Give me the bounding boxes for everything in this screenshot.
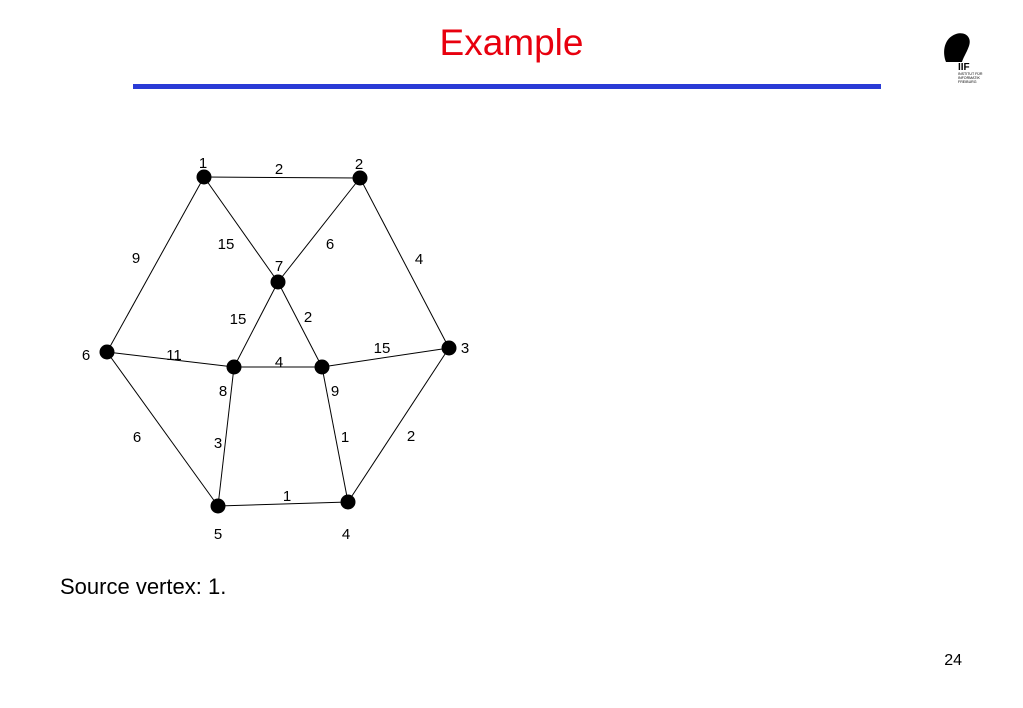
edge-weight-7-8: 15 [230, 311, 247, 328]
edge-weight-9-4: 1 [341, 429, 349, 446]
node-1 [196, 169, 212, 185]
node-9 [314, 359, 330, 375]
edge-6-8 [106, 351, 235, 368]
edge-weight-1-7: 15 [218, 236, 235, 253]
source-vertex-caption: Source vertex: 1. [60, 574, 227, 599]
node-label-3: 3 [461, 340, 469, 357]
edge-1-6 [106, 176, 205, 353]
edge-weight-3-4: 2 [407, 428, 415, 445]
node-label-7: 7 [275, 258, 283, 275]
node-label-8: 8 [219, 383, 227, 400]
iif-freiburg-logo-icon: IIF INSTITUT FÜR INFORMATIK FREIBURG [944, 33, 983, 84]
node-8 [226, 359, 242, 375]
node-label-2: 2 [355, 156, 363, 173]
node-6 [99, 344, 115, 360]
edge-weight-6-8: 11 [166, 347, 182, 364]
node-label-4: 4 [342, 526, 350, 543]
node-3 [441, 340, 457, 356]
edge-2-7 [277, 177, 361, 283]
edge-3-4 [347, 347, 450, 503]
logo-line-3: FREIBURG [958, 80, 977, 84]
node-4 [340, 494, 356, 510]
logo-line-2: INFORMATIK [958, 76, 980, 80]
edge-weight-7-9: 2 [304, 309, 312, 326]
page-number: 24 [944, 652, 962, 669]
node-7 [270, 274, 286, 290]
edge-1-7 [203, 176, 279, 283]
edge-9-3 [321, 347, 450, 368]
node-2 [352, 170, 368, 186]
edge-weight-1-2: 2 [275, 161, 283, 178]
edge-8-5 [217, 366, 235, 507]
edge-2-3 [359, 177, 450, 349]
logo-line-1: INSTITUT FÜR [958, 72, 983, 76]
edge-7-9 [277, 281, 323, 368]
edge-5-4 [217, 501, 349, 507]
slide-title: Example [439, 22, 584, 63]
node-5 [210, 498, 226, 514]
edge-1-2 [203, 176, 361, 179]
title-underline [133, 84, 881, 89]
edge-weight-8-5: 3 [214, 435, 222, 452]
edge-9-4 [321, 366, 349, 503]
edge-weight-8-9: 4 [275, 354, 283, 371]
node-label-9: 9 [331, 383, 339, 400]
logo-mark-text: IIF [958, 62, 970, 73]
edge-weight-2-3: 4 [415, 251, 423, 268]
logo-mark [944, 33, 970, 62]
edge-weight-9-3: 15 [374, 340, 391, 357]
edge-weight-5-4: 1 [283, 488, 291, 505]
edge-weight-1-6: 9 [132, 250, 140, 267]
edge-weight-6-5: 6 [133, 429, 141, 446]
node-label-1: 1 [199, 155, 207, 172]
node-label-6: 6 [82, 347, 90, 364]
node-label-5: 5 [214, 526, 222, 543]
edge-7-8 [233, 281, 279, 368]
edge-weight-2-7: 6 [326, 236, 334, 253]
edge-6-5 [106, 351, 219, 507]
